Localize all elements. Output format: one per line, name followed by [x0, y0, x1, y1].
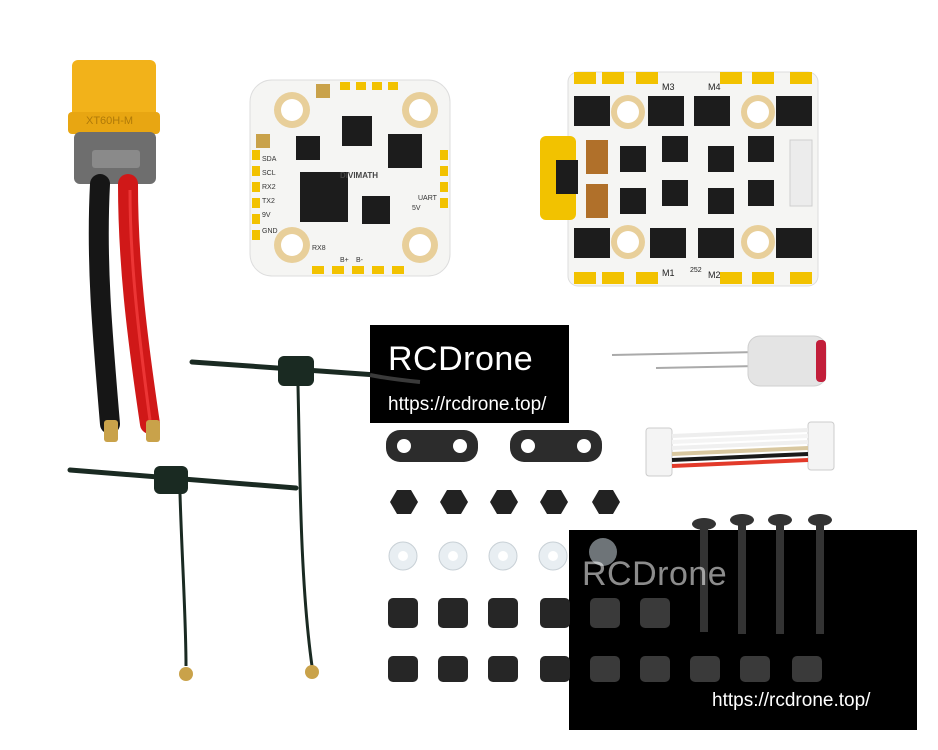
screws: [692, 514, 832, 634]
fc-pad-label: SCL: [262, 170, 276, 177]
xt60-battery-lead: XT60H-M: [68, 60, 160, 442]
fc-pad-label: B-: [356, 257, 364, 264]
fc-pad-label: RX2: [262, 184, 276, 191]
esc-motor-label: M1: [662, 268, 675, 278]
esc-board: M1 M2 M3 M4 252: [540, 71, 819, 287]
carbon-mount-plates: [386, 430, 602, 462]
xt60-label: XT60H-M: [86, 115, 133, 127]
rubber-grommets: [388, 598, 822, 682]
fc-pad-label: RX8: [312, 245, 326, 252]
washer-overlap: [589, 538, 617, 566]
fc-pad-label: 9V: [262, 212, 271, 219]
watermark-title: RCDrone: [582, 555, 728, 593]
watermark-url: https://rcdrone.top/: [712, 690, 871, 711]
watermark-title: RCDrone: [388, 340, 534, 378]
washers: [388, 541, 568, 571]
lock-nuts: [390, 490, 620, 514]
watermark-url: https://rcdrone.top/: [388, 394, 547, 415]
esc-signal-cable: [645, 421, 835, 477]
fc-pad-label: SDA: [262, 156, 277, 163]
flight-controller-board: DIVIMATH GND 9V TX2 RX2 SCL SDA RX8 B+: [249, 79, 451, 277]
esc-motor-label: M4: [708, 82, 721, 92]
esc-motor-label: M3: [662, 82, 675, 92]
antenna-short: [67, 466, 299, 681]
esc-board-number: 252: [690, 267, 702, 274]
capacitor: [611, 335, 827, 387]
fc-pad-label: 5V: [412, 205, 421, 212]
fc-brand-label: DIVIMATH: [340, 171, 378, 180]
fc-pad-label: GND: [262, 228, 278, 235]
fc-pad-label: B+: [340, 257, 349, 264]
watermark-box: [370, 325, 569, 423]
fc-pad-label: TX2: [262, 198, 275, 205]
esc-motor-label: M2: [708, 270, 721, 280]
fc-pad-label: UART: [418, 195, 438, 202]
